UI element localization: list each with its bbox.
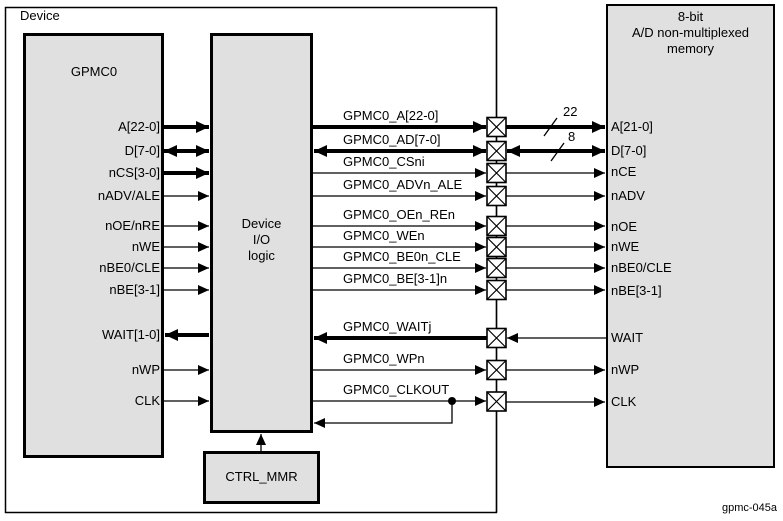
io-pad-icon: [486, 327, 507, 349]
io-pad-icon: [486, 162, 507, 184]
device-frame-label: Device: [20, 8, 60, 23]
gpmc0-pin-nbe0: nBE0/CLE: [99, 260, 160, 275]
memory-pin-nbe31: nBE[3-1]: [611, 283, 662, 298]
memory-pin-wait: WAIT: [611, 330, 644, 345]
figure-id: gpmc-045a: [721, 502, 777, 514]
io-pad-icon: [486, 279, 507, 301]
memory-pin-nwe: nWE: [611, 239, 640, 254]
io-logic-label-line3: logic: [248, 248, 275, 263]
io-pad-icon: [486, 257, 507, 279]
memory-pin-d: D[7-0]: [611, 143, 647, 158]
signal-name-csni: GPMC0_CSni: [343, 154, 425, 169]
gpmc0-pin-clk: CLK: [134, 393, 160, 408]
bus-width-22: 22: [563, 104, 578, 119]
signal-name-advn: GPMC0_ADVn_ALE: [343, 177, 463, 192]
io-pad-icon: [486, 140, 507, 162]
io-pad-icon: [486, 359, 507, 381]
bus-width-8: 8: [568, 129, 576, 144]
io-pad-icon: [486, 236, 507, 258]
memory-pin-clk: CLK: [611, 394, 637, 409]
signal-name-wpn: GPMC0_WPn: [343, 351, 425, 366]
signal-name-wen: GPMC0_WEn: [343, 228, 425, 243]
gpmc0-pin-nadv: nADV/ALE: [97, 188, 160, 203]
memory-pin-nce: nCE: [611, 164, 637, 179]
memory-title-line2: A/D non-multiplexed: [631, 25, 750, 40]
io-pad-icon: [486, 116, 507, 138]
memory-block-title: 8-bit A/D non-multiplexed memory: [607, 9, 774, 57]
io-pad-icon: [486, 215, 507, 237]
io-logic-label-line2: I/O: [252, 232, 271, 247]
signal-name-waitj: GPMC0_WAITj: [343, 319, 432, 334]
io-logic-label-line1: Device: [241, 216, 282, 231]
gpmc0-pin-noe: nOE/nRE: [105, 218, 160, 233]
gpmc0-block: [23, 33, 164, 458]
signal-name-clkout: GPMC0_CLKOUT: [343, 382, 450, 397]
ctrl-mmr-block: [203, 451, 320, 504]
device-io-logic-block: [210, 33, 313, 433]
bus-slash-22: [543, 117, 558, 137]
signal-name-be31n: GPMC0_BE[3-1]n: [343, 271, 448, 286]
io-pad-cells: [486, 116, 507, 412]
gpmc0-pin-nwe: nWE: [131, 239, 160, 254]
memory-block: [606, 4, 775, 468]
memory-title-line3: memory: [667, 41, 714, 56]
signal-name-be0n: GPMC0_BE0n_CLE: [343, 249, 461, 264]
io-pad-icon: [486, 391, 507, 412]
memory-pin-nbe0: nBE0/CLE: [611, 260, 672, 275]
io-logic-block-label: Device I/O logic: [211, 216, 312, 264]
signal-name-a: GPMC0_A[22-0]: [343, 108, 439, 123]
iologic-to-pad-lines: [313, 121, 487, 428]
gpmc0-block-label: GPMC0: [70, 64, 118, 79]
signal-name-oen: GPMC0_OEn_REn: [343, 207, 455, 222]
clkout-feedback-line: [314, 401, 453, 428]
gpmc0-pin-nbe31: nBE[3-1]: [109, 282, 160, 297]
memory-title-line1: 8-bit: [677, 9, 704, 24]
memory-pin-noe: nOE: [611, 219, 638, 234]
gpmc0-to-iologic-lines: [164, 121, 209, 406]
signal-name-ad: GPMC0_AD[7-0]: [343, 132, 441, 147]
memory-pin-nadv: nADV: [611, 188, 645, 203]
io-pad-icon: [486, 185, 507, 207]
memory-pin-nwp: nWP: [611, 362, 640, 377]
bus-slash-8: [550, 142, 565, 162]
gpmc0-pin-nwp: nWP: [131, 362, 160, 377]
gpmc0-pin-a: A[22-0]: [118, 119, 160, 134]
ctrl-mmr-block-label: CTRL_MMR: [225, 469, 298, 484]
pad-to-memory-lines: [506, 117, 607, 407]
gpmc0-pin-wait: WAIT[1-0]: [101, 327, 160, 342]
memory-pin-a: A[21-0]: [611, 119, 653, 134]
gpmc0-pin-ncs: nCS[3-0]: [108, 165, 160, 180]
gpmc0-pin-d: D[7-0]: [124, 143, 160, 158]
